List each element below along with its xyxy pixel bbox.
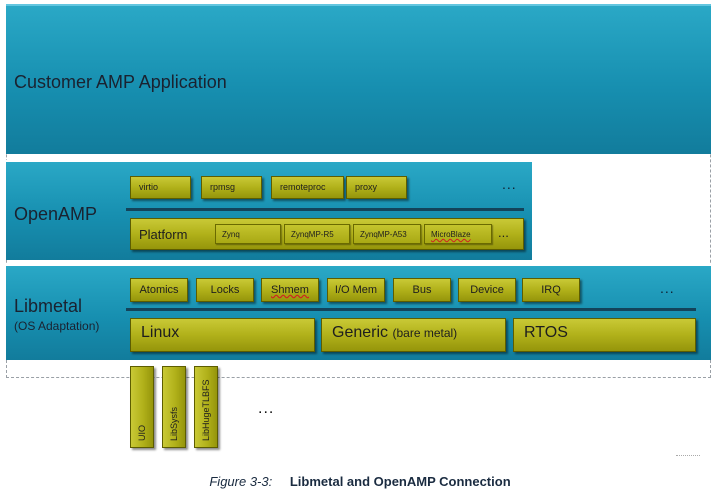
platform-zynqmp-r5: ZynqMP-R5: [284, 224, 350, 244]
libmetal-title: Libmetal: [14, 296, 83, 316]
lib-uio: UIO: [130, 366, 154, 448]
openamp-layer: OpenAMP virtio rpmsg remoteproc proxy ..…: [6, 160, 534, 260]
libmetal-subtitle: (OS Adaptation): [14, 319, 100, 333]
lib-libhugetlbfs: LibHugeTLBFS: [194, 366, 218, 448]
module-proxy: proxy: [346, 176, 407, 199]
platform-zynq: Zynq: [215, 224, 281, 244]
module-irq: IRQ: [522, 278, 580, 302]
lib-libsysfs: LibSysfs: [162, 366, 186, 448]
platform-label: Platform: [139, 227, 188, 242]
platform-ellipsis: ...: [498, 225, 509, 240]
platform-zynqmp-a53: ZynqMP-A53: [353, 224, 421, 244]
libmetal-layer: Libmetal (OS Adaptation) Atomics Locks S…: [6, 264, 711, 360]
module-device: Device: [458, 278, 516, 302]
module-atomics: Atomics: [130, 278, 188, 302]
platform-bar: Platform Zynq ZynqMP-R5 ZynqMP-A53 Micro…: [130, 218, 524, 250]
openamp-title: OpenAMP: [14, 204, 98, 224]
module-rpmsg: rpmsg: [201, 176, 262, 199]
os-rtos: RTOS: [513, 318, 696, 352]
os-generic: Generic (bare metal): [321, 318, 506, 352]
libmetal-modules-ellipsis: ...: [660, 280, 675, 296]
figure-title: Libmetal and OpenAMP Connection: [289, 474, 511, 489]
openamp-divider: [126, 208, 524, 211]
openamp-modules-ellipsis: ...: [502, 176, 517, 192]
linux-libs-ellipsis: ...: [258, 400, 275, 417]
platform-microblaze: MicroBlaze: [424, 224, 492, 244]
module-remoteproc: remoteproc: [271, 176, 344, 199]
figure-label: Figure 3-3:: [209, 474, 273, 489]
module-bus: Bus: [393, 278, 451, 302]
module-shmem: Shmem: [261, 278, 319, 302]
module-locks: Locks: [196, 278, 254, 302]
libmetal-divider: [126, 308, 696, 311]
customer-app-title: Customer AMP Application: [14, 72, 227, 92]
module-virtio: virtio: [130, 176, 191, 199]
decorative-mark: [676, 455, 700, 457]
figure-caption: Figure 3-3: Libmetal and OpenAMP Connect…: [0, 474, 720, 489]
customer-app-layer: Customer AMP Application: [6, 4, 711, 154]
os-linux: Linux: [130, 318, 315, 352]
module-io-mem: I/O Mem: [327, 278, 385, 302]
